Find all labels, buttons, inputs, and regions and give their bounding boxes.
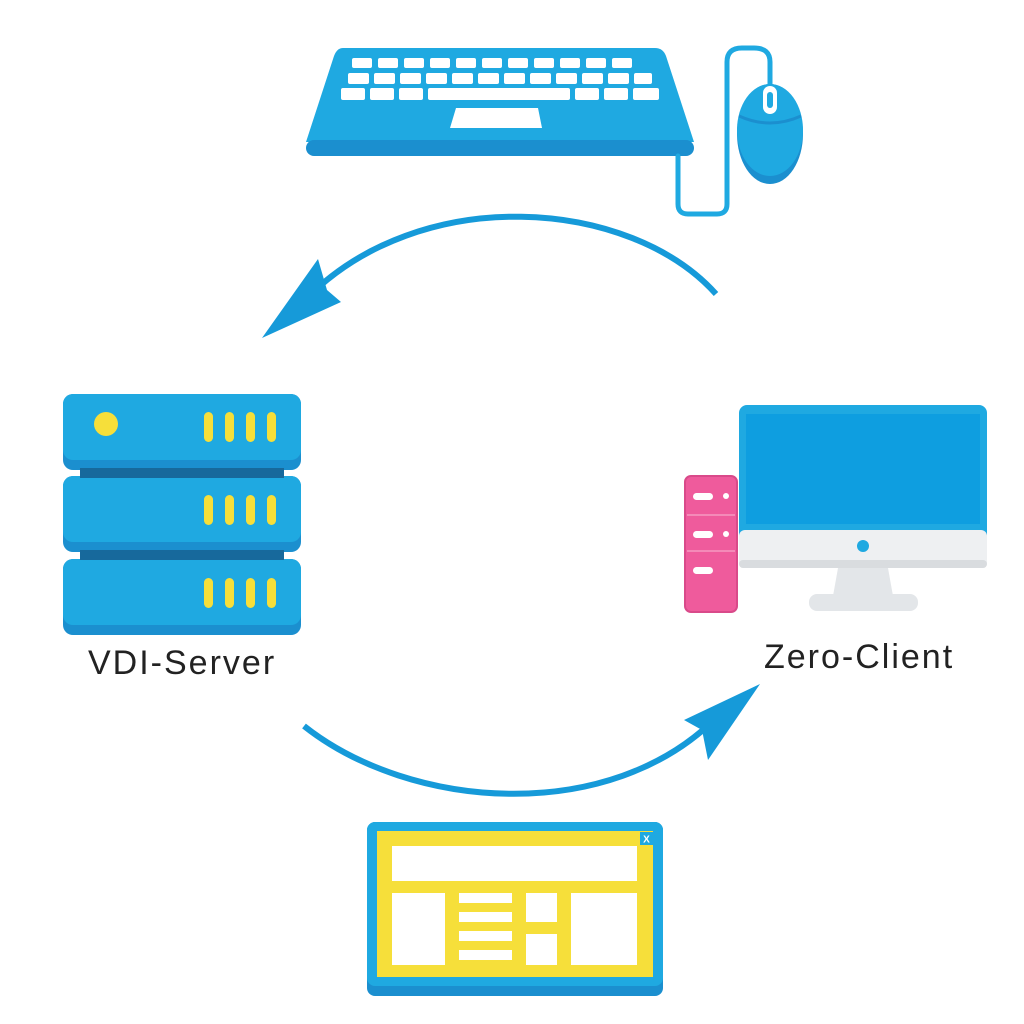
window-close-icon	[640, 832, 653, 845]
application-window-icon: X	[367, 822, 663, 996]
mouse-icon	[675, 45, 803, 217]
arrow-to-client	[302, 684, 760, 797]
server-rack-icon	[63, 394, 301, 635]
pc-tower-icon	[684, 475, 738, 613]
window-close-label: X	[643, 835, 650, 846]
desktop-monitor-icon	[739, 405, 987, 611]
laptop-keyboard-icon	[306, 48, 694, 156]
vdi-server-label: VDI-Server	[88, 644, 277, 682]
arrow-to-server	[262, 213, 719, 338]
zero-client-label: Zero-Client	[764, 638, 955, 676]
